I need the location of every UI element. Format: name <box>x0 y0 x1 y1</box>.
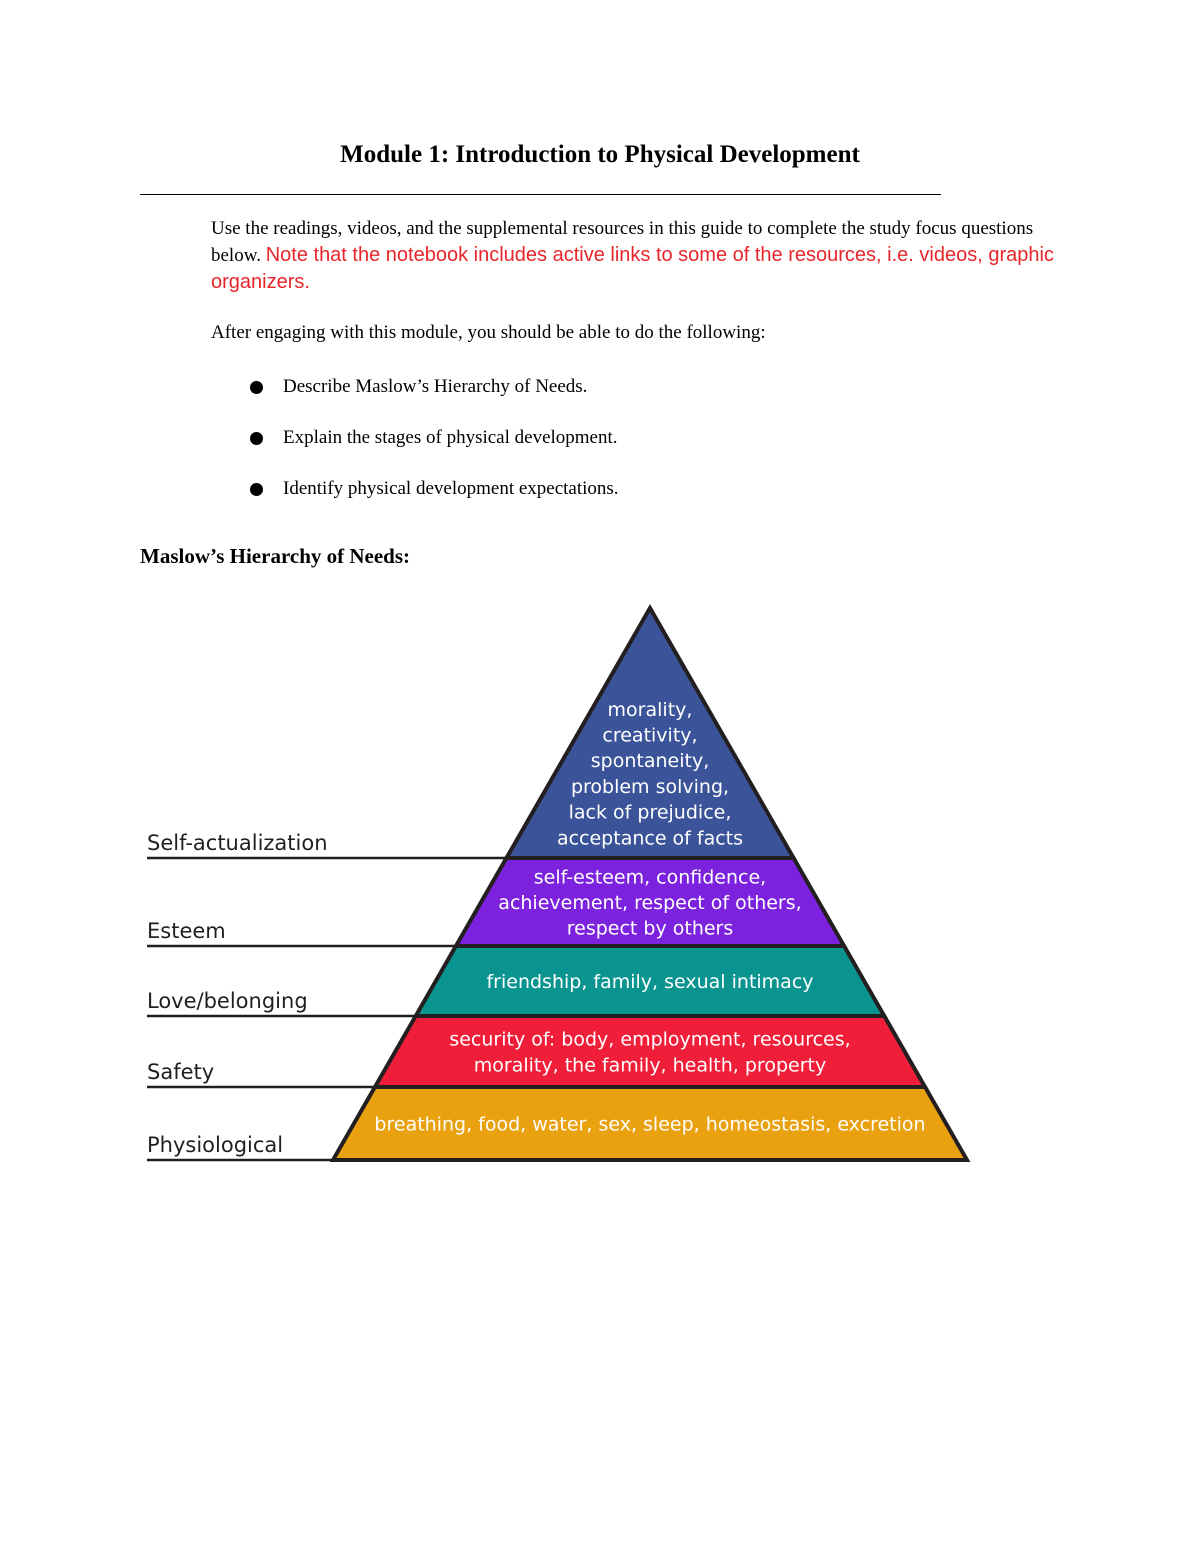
pyramid-tier <box>329 1085 971 1162</box>
objectives-lead: After engaging with this module, you sho… <box>211 322 766 343</box>
pyramid-tier-text: breathing, food, water, sex, sleep, home… <box>374 1114 925 1136</box>
section-heading: Maslow’s Hierarchy of Needs: <box>140 544 411 568</box>
pyramid-level-label: Self-actualization <box>147 831 328 855</box>
pyramid-tier-text: acceptance of facts <box>557 827 743 849</box>
objective-text: Explain the stages of physical developme… <box>283 427 618 448</box>
pyramid-tier-text: problem solving, <box>571 776 729 798</box>
pyramid-tier-text: morality, <box>608 699 693 721</box>
objective-text: Identify physical development expectatio… <box>283 478 619 499</box>
pyramid-level-label: Esteem <box>147 919 226 943</box>
pyramid-tier-text: lack of prejudice, <box>569 802 732 824</box>
intro-paragraph: Use the readings, videos, and the supple… <box>211 215 1081 296</box>
bullet-icon <box>250 432 263 445</box>
objective-text: Describe Maslow’s Hierarchy of Needs. <box>283 376 588 397</box>
pyramid-tier-text: achievement, respect of others, <box>498 892 801 914</box>
pyramid-tier-text: friendship, family, sexual intimacy <box>486 971 813 993</box>
pyramid-tier-text: creativity, <box>602 724 697 746</box>
pyramid-tier-text: self-esteem, confidence, <box>534 866 766 888</box>
pyramid-tier-text: spontaneity, <box>591 750 709 772</box>
pyramid-tier-text: security of: body, employment, resources… <box>449 1029 850 1051</box>
intro-note: Note that the notebook includes active l… <box>211 244 1054 293</box>
page-title: Module 1: Introduction to Physical Devel… <box>340 141 860 168</box>
pyramid-tier-text: respect by others <box>567 918 734 940</box>
pyramid-level-label: Safety <box>147 1060 214 1084</box>
title-rule <box>140 194 941 195</box>
pyramid-tier-text: morality, the family, health, property <box>474 1054 826 1076</box>
intro-text: Use the readings, videos, and the supple… <box>211 218 1034 266</box>
pyramid-level-label: Love/belonging <box>147 989 308 1013</box>
pyramid-level-label: Physiological <box>147 1133 283 1157</box>
bullet-icon <box>250 483 263 496</box>
bullet-icon <box>250 381 263 394</box>
